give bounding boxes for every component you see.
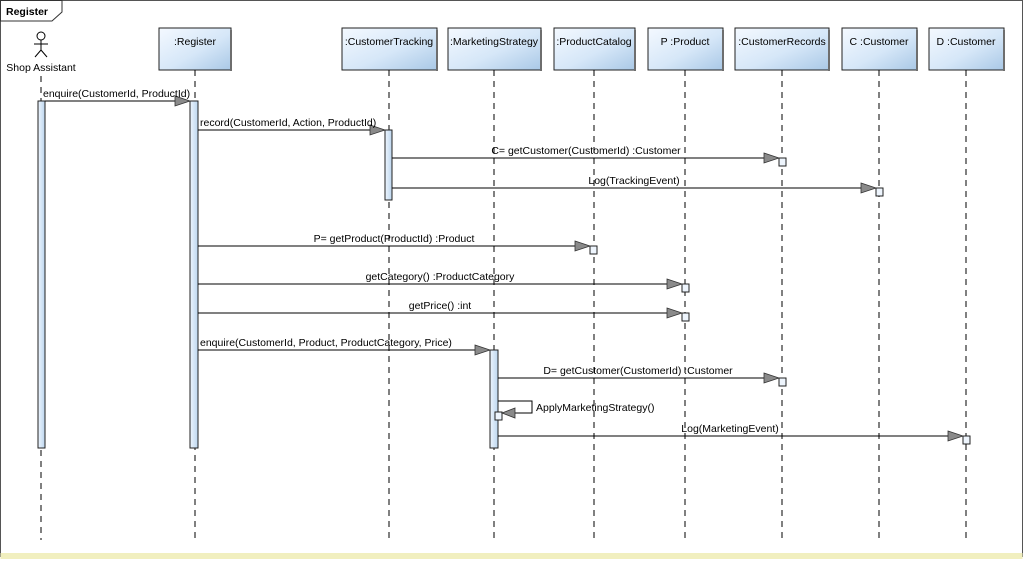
lifeline-customer-tracking[interactable]: :CustomerTracking	[341, 27, 438, 71]
actor-activation-bar	[37, 100, 46, 449]
activation-customer-d	[962, 435, 971, 445]
lifeline-head-customer-tracking	[341, 27, 438, 71]
lifeline-head-product	[647, 27, 724, 71]
actor-left-leg	[34, 49, 42, 58]
actor-label: Shop Assistant	[6, 62, 76, 74]
arrowhead	[369, 124, 387, 136]
activation-customer-records-1	[778, 157, 787, 167]
message-label: P= getProduct(ProductId) :Product	[314, 233, 475, 245]
activation-register	[189, 100, 199, 449]
message-label: enquire(CustomerId, Product, ProductCate…	[200, 337, 452, 349]
lifeline-head-register	[158, 27, 232, 71]
message-get-price[interactable]: getPrice() :int	[198, 300, 684, 319]
activation-customer-tracking	[384, 129, 393, 201]
lifeline-register[interactable]: :Register	[158, 27, 232, 71]
lifeline-label-customer-tracking: :CustomerTracking	[345, 36, 433, 48]
message-label: D= getCustomer(CustomerId) :Customer	[543, 365, 733, 377]
frame-title: Register	[6, 6, 48, 18]
activation-customer-records-2	[778, 377, 787, 387]
message-label: enquire(CustomerId, ProductId)	[43, 88, 190, 100]
message-label: getPrice() :int	[409, 300, 472, 312]
message-get-product[interactable]: P= getProduct(ProductId) :Product	[198, 233, 592, 252]
message-apply-marketing-strategy[interactable]: ApplyMarketingStrategy()	[498, 400, 654, 419]
lifeline-product[interactable]: P :Product	[647, 27, 724, 71]
lifeline-marketing-strategy[interactable]: :MarketingStrategy	[447, 27, 542, 71]
message-label: record(CustomerId, Action, ProductId)	[200, 117, 376, 129]
lifeline-product-catalog[interactable]: :ProductCatalog	[553, 27, 636, 71]
activation-customer-c	[875, 187, 884, 197]
message-get-category[interactable]: getCategory() :ProductCategory	[198, 271, 684, 290]
message-enquire-marketing[interactable]: enquire(CustomerId, Product, ProductCate…	[198, 337, 492, 356]
message-get-customer-c[interactable]: C= getCustomer(CustomerId) :Customer	[392, 145, 781, 164]
lifeline-head-product-catalog	[553, 27, 636, 71]
frame-title-tab	[0, 0, 63, 22]
arrowhead	[947, 430, 965, 442]
actor-right-leg	[40, 49, 48, 58]
lifeline-customer-d[interactable]: D :Customer	[928, 27, 1005, 71]
lifeline-head-marketing-strategy	[447, 27, 542, 71]
lifeline-label-customer-d: D :Customer	[937, 36, 996, 48]
lifeline-label-customer-records: :CustomerRecords	[738, 36, 826, 48]
arrowhead	[763, 372, 781, 384]
activation-marketing-strategy-self	[494, 411, 503, 421]
arrowhead	[666, 278, 684, 290]
arrowhead	[860, 182, 878, 194]
activation-product-2	[681, 312, 690, 322]
activation-product-1	[681, 283, 690, 293]
message-label: getCategory() :ProductCategory	[366, 271, 516, 283]
lifeline-head-customer-records	[734, 27, 830, 71]
lifeline-head-customer-d	[928, 27, 1005, 71]
lifeline-head-customer-c	[841, 27, 918, 71]
lifeline-label-product: P :Product	[661, 36, 710, 48]
arrowhead	[574, 240, 592, 252]
activation-marketing-strategy	[489, 349, 499, 449]
actor-head	[36, 31, 46, 41]
arrowhead	[763, 152, 781, 164]
message-enquire-register[interactable]: enquire(CustomerId, ProductId)	[43, 88, 192, 107]
actor-shop-assistant[interactable]: Shop Assistant	[6, 31, 76, 74]
frame-bottom-band	[0, 553, 1023, 559]
message-label: Log(MarketingEvent)	[681, 423, 778, 435]
lifeline-customer-c[interactable]: C :Customer	[841, 27, 918, 71]
message-get-customer-d[interactable]: D= getCustomer(CustomerId) :Customer	[498, 365, 781, 384]
arrowhead	[666, 307, 684, 319]
message-label: Log(TrackingEvent)	[588, 175, 679, 187]
lifeline-label-register: :Register	[174, 36, 217, 48]
message-log-tracking-event[interactable]: Log(TrackingEvent)	[392, 175, 878, 194]
arrowhead	[474, 344, 492, 356]
lifeline-label-product-catalog: :ProductCatalog	[556, 36, 631, 48]
activation-product-catalog	[589, 245, 598, 255]
message-log-marketing-event[interactable]: Log(MarketingEvent)	[498, 423, 965, 442]
message-label: C= getCustomer(CustomerId) :Customer	[491, 145, 681, 157]
message-record[interactable]: record(CustomerId, Action, ProductId)	[198, 117, 387, 136]
arrowhead	[174, 95, 192, 107]
message-label: ApplyMarketingStrategy()	[536, 402, 654, 414]
lifeline-customer-records[interactable]: :CustomerRecords	[734, 27, 830, 71]
lifeline-label-customer-c: C :Customer	[850, 36, 909, 48]
lifeline-label-marketing-strategy: :MarketingStrategy	[450, 36, 539, 48]
arrowhead	[500, 407, 516, 419]
